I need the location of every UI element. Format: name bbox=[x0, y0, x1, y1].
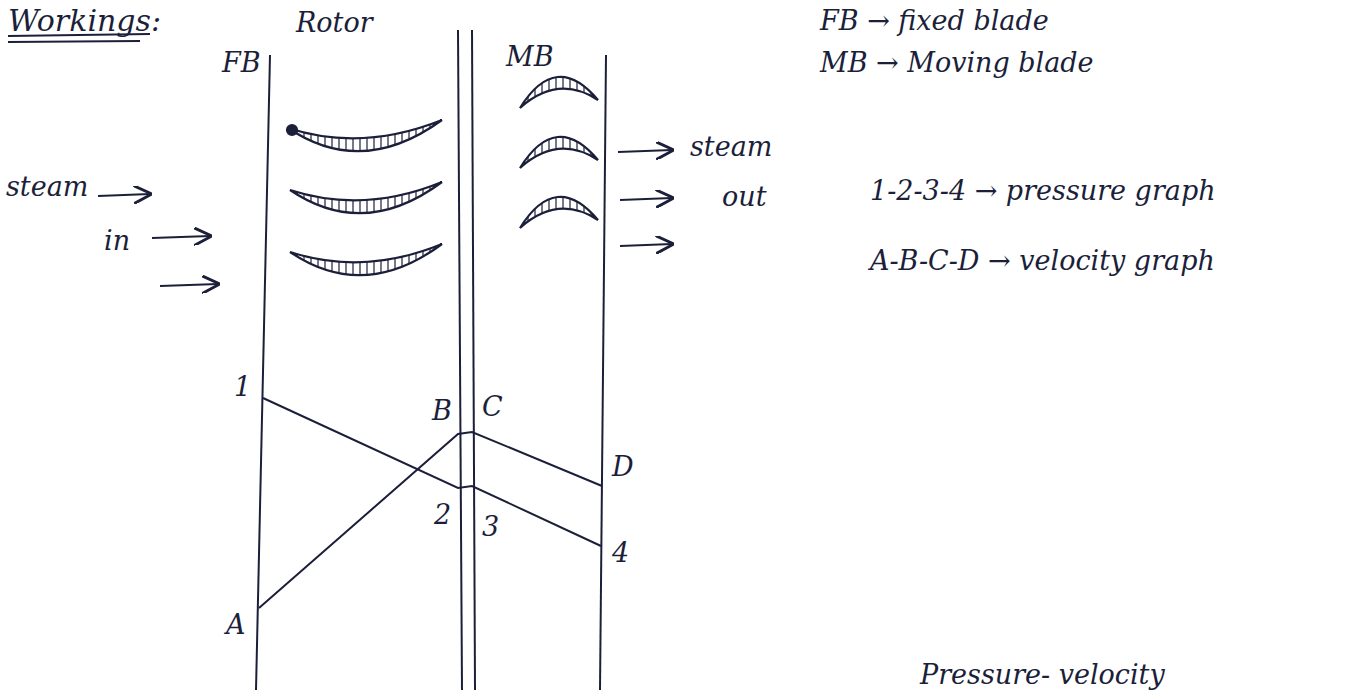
point-label: 1 bbox=[234, 372, 251, 402]
row-label: FB bbox=[222, 48, 261, 78]
flow-label: steam bbox=[690, 132, 772, 162]
point-label: 2 bbox=[434, 500, 451, 530]
flow-label: out bbox=[722, 182, 767, 212]
flow-label: in bbox=[104, 226, 130, 256]
legend-note: FB → fixed blade bbox=[820, 6, 1049, 36]
point-label: A bbox=[226, 610, 246, 640]
legend-note: 1-2-3-4 → pressure graph bbox=[870, 176, 1216, 206]
legend-note: A-B-C-D → velocity graph bbox=[870, 246, 1215, 276]
steam-arrows bbox=[98, 150, 672, 286]
note: Pressure- velocity bbox=[920, 660, 1165, 690]
rotor-line bbox=[458, 30, 462, 690]
velocity-graph bbox=[259, 432, 602, 608]
point-label: 3 bbox=[482, 512, 499, 542]
title: Workings: bbox=[8, 4, 161, 37]
moving-blades bbox=[520, 77, 598, 228]
point-label: D bbox=[612, 452, 634, 482]
rotor-line bbox=[472, 30, 475, 690]
point-label: 4 bbox=[612, 538, 629, 568]
fixed-blades bbox=[287, 120, 442, 275]
legend-note: MB → Moving blade bbox=[820, 48, 1094, 78]
rotor-label: Rotor bbox=[296, 8, 373, 38]
point-label: C bbox=[482, 392, 503, 422]
row-label: MB bbox=[506, 42, 554, 72]
flow-label: steam bbox=[6, 172, 88, 202]
title-underline bbox=[8, 41, 140, 42]
point-label: B bbox=[432, 396, 452, 426]
casing-line bbox=[600, 55, 606, 690]
casing-line bbox=[256, 55, 270, 690]
